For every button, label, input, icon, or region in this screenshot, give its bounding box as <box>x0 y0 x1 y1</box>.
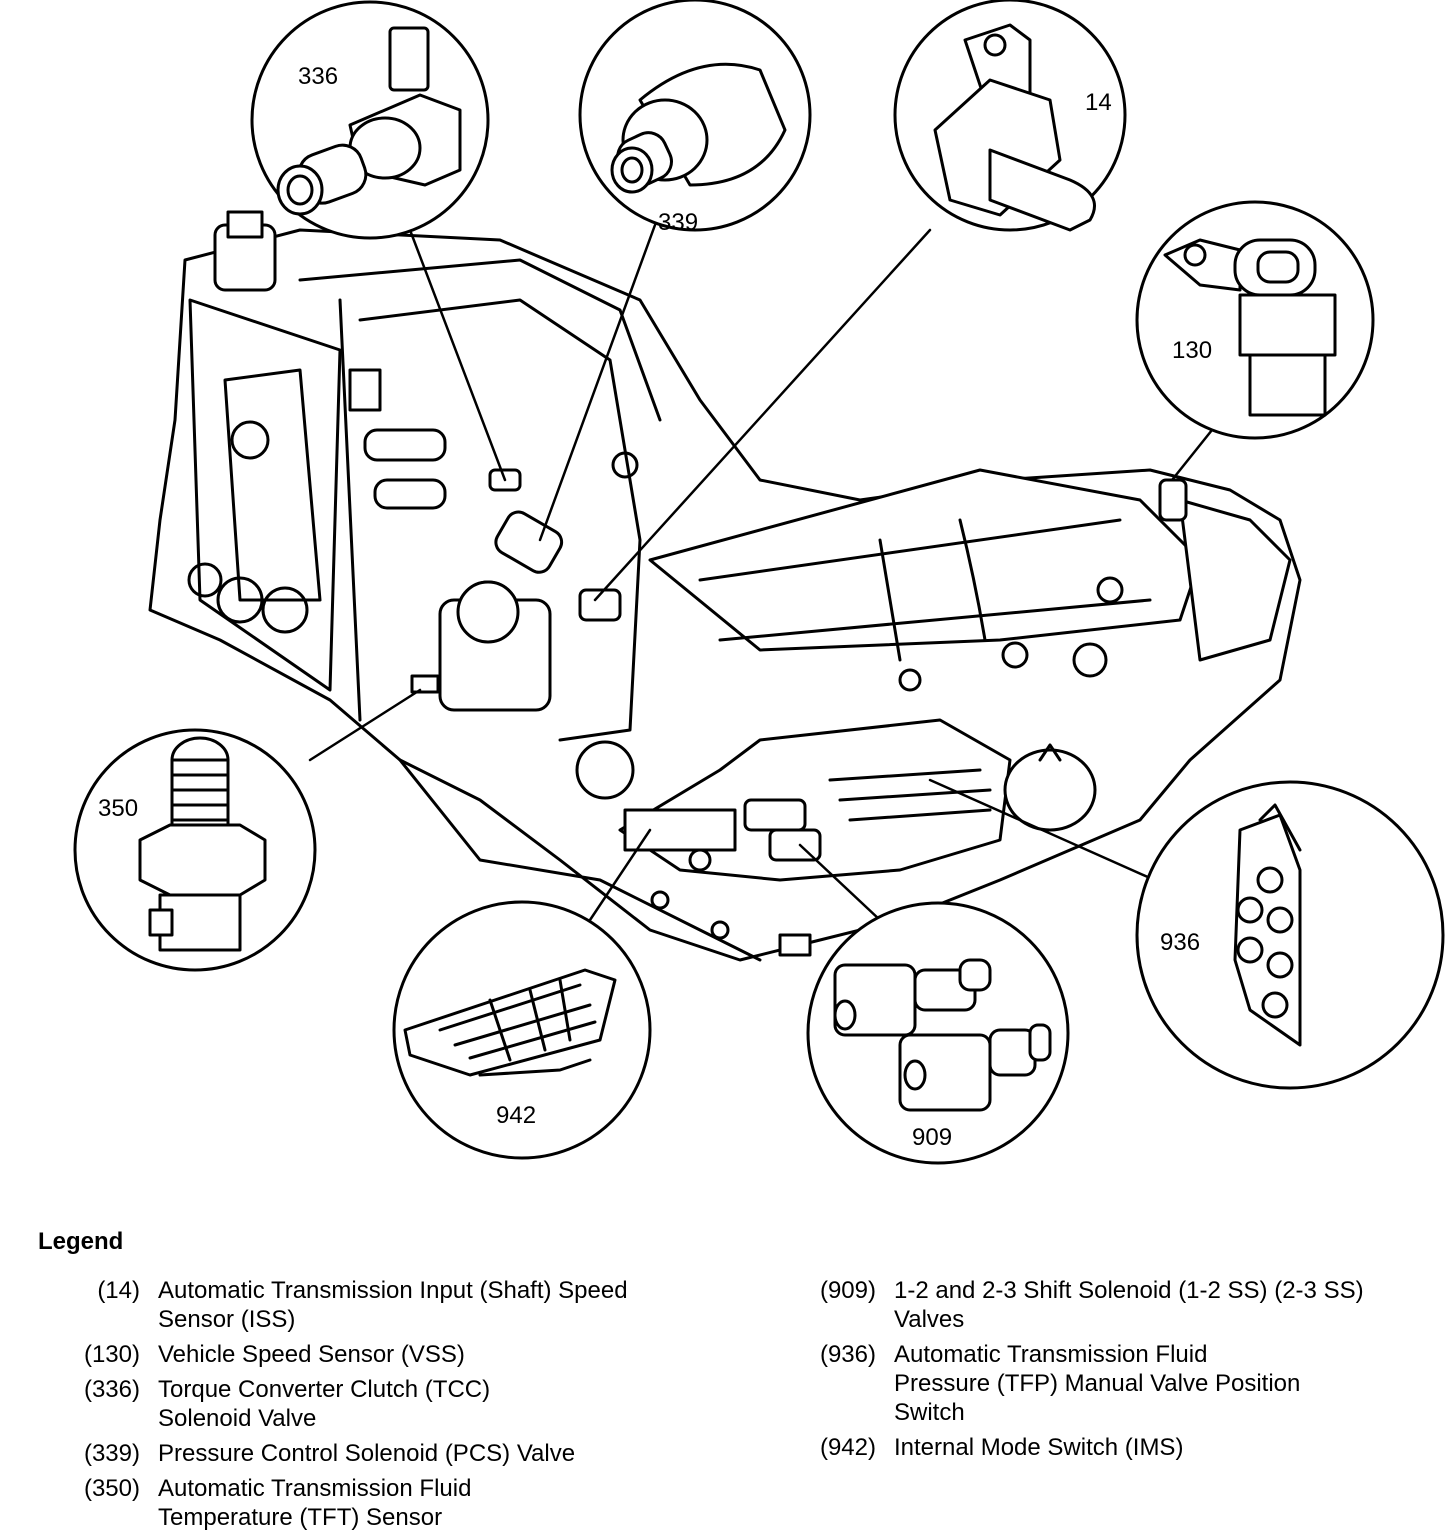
detail-circle-936 <box>1135 780 1445 1090</box>
detail-circle-942 <box>392 900 652 1160</box>
legend-column-right: (909) 1-2 and 2-3 Shift Solenoid (1-2 SS… <box>796 1276 1446 1468</box>
legend-text: Internal Mode Switch (IMS) <box>894 1434 1184 1461</box>
legend-item: (339) Pressure Control Solenoid (PCS) Va… <box>60 1439 740 1468</box>
detail-circle-339 <box>578 0 812 232</box>
transmission-body <box>148 210 1302 962</box>
legend-code: (909) <box>819 1277 876 1304</box>
legend-item: (350) Automatic Transmission Fluid Tempe… <box>60 1474 740 1532</box>
legend-text: 1-2 and 2-3 Shift Solenoid (1-2 SS) (2-3… <box>894 1277 1364 1333</box>
legend-item: (936) Automatic Transmission Fluid Press… <box>796 1340 1446 1427</box>
callout-14: 14 <box>1085 89 1112 116</box>
legend-code: (350) <box>83 1475 140 1502</box>
legend-text: Torque Converter Clutch (TCC) Solenoid V… <box>158 1376 491 1432</box>
legend-text: Automatic Transmission Input (Shaft) Spe… <box>158 1277 628 1333</box>
legend-item: (14) Automatic Transmission Input (Shaft… <box>60 1276 740 1334</box>
legend-text: Pressure Control Solenoid (PCS) Valve <box>158 1440 576 1467</box>
legend-text: Automatic Transmission Fluid Temperature… <box>158 1475 472 1531</box>
detail-circle-130 <box>1135 200 1375 440</box>
transmission-diagram: 336 339 14 130 350 936 942 909 <box>73 0 1445 1165</box>
detail-circle-14 <box>893 0 1127 232</box>
legend-code: (14) <box>97 1277 140 1304</box>
callout-336: 336 <box>298 63 338 90</box>
detail-circle-350 <box>73 728 317 972</box>
legend-text: Automatic Transmission Fluid Pressure (T… <box>894 1341 1301 1426</box>
legend-text: Vehicle Speed Sensor (VSS) <box>158 1341 465 1368</box>
legend-title: Legend <box>38 1228 124 1255</box>
legend-item: (909) 1-2 and 2-3 Shift Solenoid (1-2 SS… <box>796 1276 1446 1334</box>
detail-circle-909 <box>806 901 1070 1165</box>
legend-code: (339) <box>83 1440 140 1467</box>
legend-code: (942) <box>819 1434 876 1461</box>
callout-936: 936 <box>1160 929 1200 956</box>
callout-942: 942 <box>496 1102 536 1129</box>
leader-lines <box>308 223 1222 922</box>
detail-circle-336 <box>250 0 490 240</box>
legend-item: (942) Internal Mode Switch (IMS) <box>796 1433 1446 1462</box>
legend-code: (130) <box>83 1341 140 1368</box>
callout-350: 350 <box>98 795 138 822</box>
legend-column-left: (14) Automatic Transmission Input (Shaft… <box>60 1276 740 1538</box>
callout-909: 909 <box>912 1124 952 1151</box>
legend-item: (130) Vehicle Speed Sensor (VSS) <box>60 1340 740 1369</box>
callout-130: 130 <box>1172 337 1212 364</box>
legend-code: (936) <box>819 1341 876 1368</box>
legend: Legend (14) Automatic Transmission Input… <box>0 1200 1456 1534</box>
legend-item: (336) Torque Converter Clutch (TCC) Sole… <box>60 1375 740 1433</box>
callout-339: 339 <box>658 209 698 236</box>
legend-code: (336) <box>83 1376 140 1403</box>
